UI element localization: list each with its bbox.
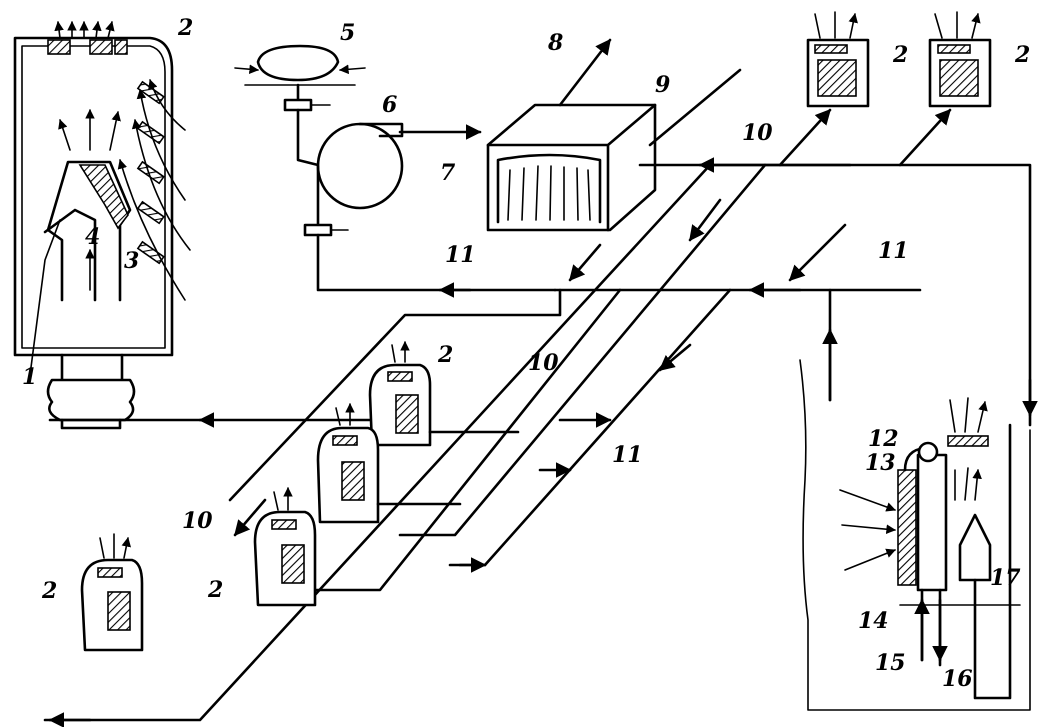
label-4: 4	[85, 224, 100, 250]
label-10-bottom: 10	[182, 508, 213, 534]
label-2-furnace: 2	[177, 15, 193, 41]
return-pipe-11: 11 11 11	[48, 223, 922, 592]
label-13: 13	[865, 450, 896, 476]
radiator-row-1: 2	[207, 488, 317, 607]
radiator-top-2: 2	[928, 12, 1030, 108]
label-9: 9	[655, 72, 670, 98]
label-2-top2: 2	[1014, 42, 1030, 68]
heater-unit: 8 9 7	[440, 30, 742, 232]
label-11-right: 11	[878, 238, 909, 264]
label-2-top1: 2	[892, 42, 908, 68]
pump-and-valves: 6	[283, 83, 557, 292]
label-6: 6	[382, 92, 397, 118]
supply-pipe-10: 10 10 10	[43, 108, 1038, 727]
label-2-row1: 2	[207, 577, 223, 603]
label-1: 1	[22, 364, 37, 390]
label-12: 12	[868, 426, 899, 452]
label-5: 5	[340, 20, 355, 46]
label-10-top: 10	[742, 120, 773, 146]
label-16: 16	[942, 666, 973, 692]
label-8: 8	[547, 30, 563, 56]
convector-detail: 12 13 14 15 16 17	[799, 359, 1031, 711]
label-2-row3: 2	[437, 342, 453, 368]
label-2-corner: 2	[41, 578, 57, 604]
label-11-bottom: 11	[612, 442, 643, 468]
label-14: 14	[858, 608, 889, 634]
furnace-room: 2 4 3 1	[13, 15, 193, 430]
label-17: 17	[990, 565, 1021, 591]
label-3: 3	[124, 248, 139, 274]
radiator-row-2	[316, 404, 462, 524]
radiator-top-1: 2	[806, 12, 908, 108]
label-7: 7	[440, 160, 456, 186]
radiator-row-3: 2	[368, 342, 520, 447]
label-15: 15	[875, 650, 906, 676]
label-11-left: 11	[445, 242, 476, 268]
radiator-corner: 2	[41, 534, 144, 652]
roof-fan: 5	[234, 20, 366, 86]
